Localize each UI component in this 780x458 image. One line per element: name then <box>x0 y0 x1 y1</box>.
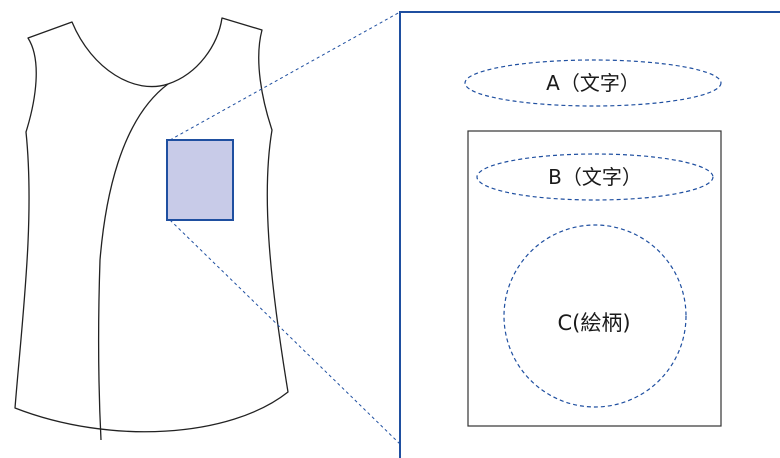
region-c-circle <box>503 224 687 408</box>
region-b-label: B（文字） <box>548 165 642 189</box>
detail-frame <box>399 11 780 458</box>
zoom-line-top <box>169 11 401 141</box>
region-a-label: A（文字） <box>546 71 640 95</box>
zoom-connectors <box>169 11 401 445</box>
detail-panel: A（文字） B（文字） C(絵柄) <box>399 11 780 458</box>
print-area-marker <box>166 139 234 221</box>
front-seam <box>97 83 169 441</box>
patch-rectangle <box>467 130 722 427</box>
garment-outline <box>14 17 289 433</box>
garment <box>14 17 289 441</box>
zoom-line-bottom <box>169 219 401 445</box>
region-b-ellipse <box>476 153 714 201</box>
region-a-ellipse <box>464 59 722 107</box>
region-c-label: C(絵柄) <box>557 311 630 335</box>
